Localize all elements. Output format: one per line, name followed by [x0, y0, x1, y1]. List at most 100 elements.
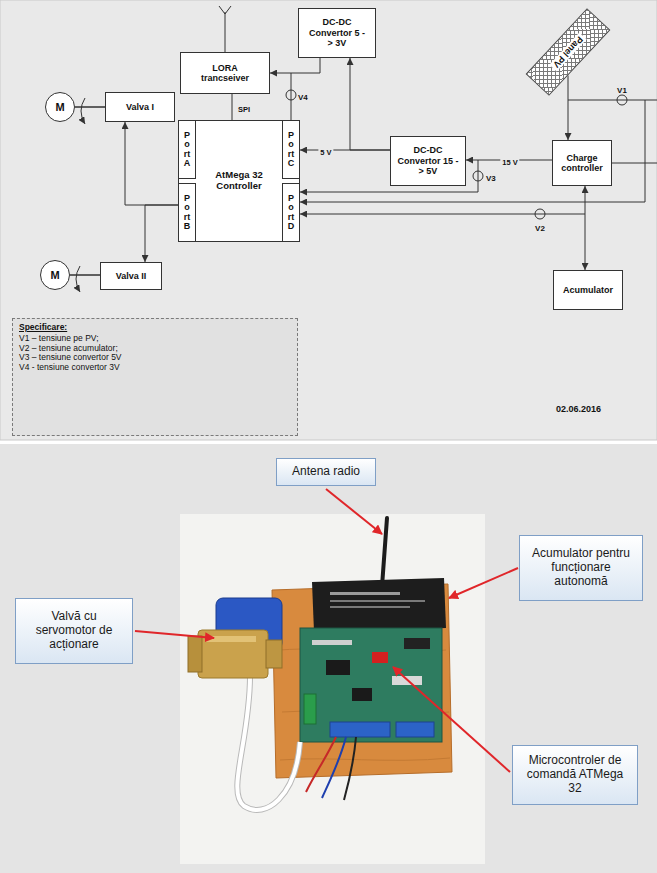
node-text: DC-DC Convertor 15 -> 5V [397, 145, 459, 176]
callout-box: Acumulator pentru funcționare autonomă [519, 535, 643, 601]
node-text: Valva I [126, 102, 154, 112]
valve-highlight [206, 636, 256, 642]
node-text: V1 – tensiune pe PV; [19, 334, 99, 344]
node-text: AtMega 32 Controller [204, 170, 274, 192]
callout-box: Antena radio [276, 458, 376, 486]
connector [350, 58, 390, 150]
node-text: P o rt C [288, 131, 295, 169]
leader-arrow [449, 568, 518, 598]
sense-wire [568, 100, 657, 101]
diagram-panel [0, 0, 657, 440]
rotation-arrow [81, 98, 85, 124]
charge-controller-box: Charge controller [552, 140, 612, 186]
node-text: Valva II [116, 271, 147, 281]
node-text: P o rt D [288, 194, 295, 232]
leader-arrow [393, 667, 510, 772]
node-text: M [50, 269, 59, 282]
signal-wires [70, 6, 657, 292]
sense-wire [291, 73, 292, 120]
label-anchor: V2 [535, 217, 545, 235]
terminal-block [330, 722, 390, 737]
node-text: V2 – tensiune acumulator; [19, 344, 118, 354]
header [312, 640, 352, 645]
chip [326, 660, 350, 675]
voltmeter-symbol [617, 95, 627, 105]
date-label: 02.06.2016 [556, 404, 601, 414]
edge-label-anchor: 5 V [318, 141, 333, 159]
cable-outline [237, 676, 300, 810]
solar-panel: Panel PV [526, 8, 611, 96]
node-text: M [55, 101, 64, 114]
antenna-symbol [219, 6, 231, 52]
wire [306, 737, 336, 792]
voltmeter-symbol [473, 171, 483, 181]
voltmeter-symbol [286, 90, 296, 100]
battery-print [330, 600, 425, 602]
valve-box: Valva I [105, 92, 175, 122]
label-anchor: V4 [298, 86, 308, 104]
node-text: Acumulator pentru funcționare autonomă [526, 547, 636, 588]
motor-shaft [75, 107, 105, 108]
node-text: V4 - tensiune convertor 3V [19, 363, 120, 373]
port-box: P o rt A [178, 120, 196, 179]
controller-box: AtMega 32 Controller P o rt A P o rt B P o … [178, 120, 300, 242]
signal-name: V3 [486, 174, 496, 183]
converter-box: DC-DC Convertor 5 -> 3V [298, 8, 376, 58]
node-text: P o rt A [184, 131, 191, 169]
transceiver-box: LORA trancseiver [180, 52, 270, 94]
connector [75, 107, 105, 108]
edge-label: SPI [236, 105, 252, 114]
node-text: Charge controller [556, 153, 608, 174]
node-text: Panel PV [549, 32, 587, 72]
node-text: Microcontroler de comandă ATMega 32 [526, 754, 624, 795]
motor-shaft [70, 275, 100, 276]
connector [585, 186, 586, 270]
rotation-arrow [76, 266, 80, 292]
photo-frame [180, 514, 485, 864]
motor-circle: M [40, 260, 70, 290]
node-text: Specificare: [19, 323, 67, 333]
node-text: LORA trancseiver [201, 63, 249, 84]
signal-name: V2 [535, 224, 545, 233]
node-text: P o rt B [184, 194, 191, 232]
edge-label-anchor: SPI [236, 98, 252, 116]
leader-arrow [135, 631, 214, 638]
edge-label: 15 V [500, 158, 519, 167]
display [404, 638, 430, 649]
signal-name: V1 [617, 86, 627, 95]
battery-box: Acumulator [553, 270, 623, 310]
callout-box: Valvă cu servomotor de acționare [15, 598, 133, 664]
battery-print [330, 592, 400, 595]
signal-name: V4 [298, 93, 308, 102]
converter-box: DC-DC Convertor 15 -> 5V [390, 136, 466, 186]
wire [322, 737, 346, 798]
terminal-block [304, 694, 316, 724]
device-photo [180, 514, 485, 864]
sense-wire [300, 100, 645, 202]
leader-arrow [326, 489, 382, 534]
port-box: P o rt B [178, 183, 196, 242]
callout-box: Microcontroler de comandă ATMega 32 [512, 745, 638, 805]
circuit-board [300, 628, 442, 742]
node-text: DC-DC Convertor 5 -> 3V [307, 17, 367, 48]
node-text: Valvă cu servomotor de acționare [28, 610, 120, 651]
node-text: Acumulator [563, 285, 613, 295]
connector [145, 205, 178, 262]
label-anchor: V1 [617, 79, 627, 97]
voltmeter-symbol [535, 209, 545, 219]
valve-nut [266, 640, 282, 668]
battery-print [330, 606, 410, 608]
cable [237, 676, 300, 810]
edge-label: 5 V [318, 148, 333, 157]
node-text: V3 – tensiune convertor 5V [19, 353, 122, 363]
port-box: P o rt D [282, 183, 300, 242]
motor-circle: M [45, 92, 75, 122]
red-component [372, 652, 388, 663]
power-wire [611, 163, 657, 164]
connector [70, 275, 100, 276]
node-text: Antena radio [292, 465, 360, 479]
chip [352, 688, 372, 701]
